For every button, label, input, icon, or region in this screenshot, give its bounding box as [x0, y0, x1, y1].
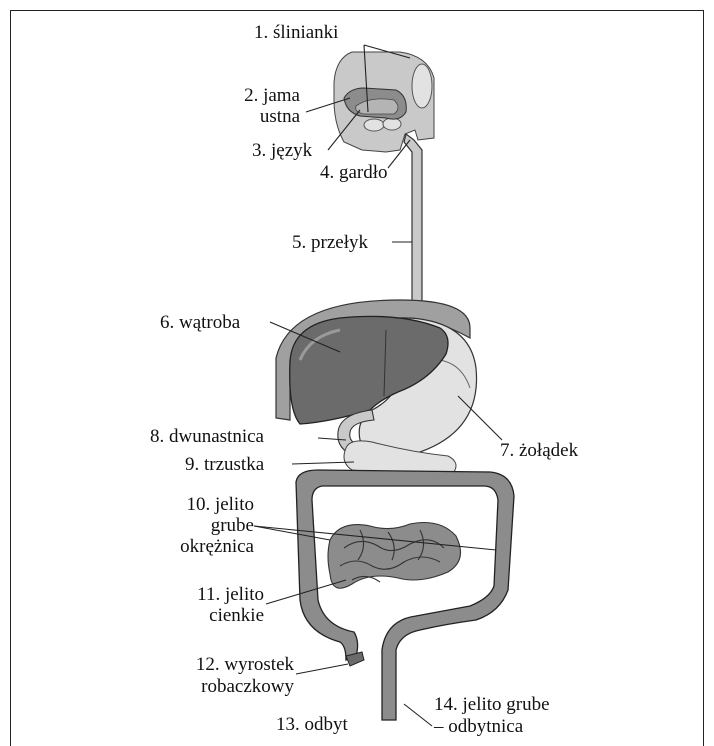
esophagus [404, 134, 422, 318]
label-duodenum: 8. dwunastnica [150, 426, 264, 447]
label-oral-cavity-line2: ustna [204, 106, 300, 127]
label-colon-line1: 10. jelito [130, 494, 254, 515]
leader-9 [292, 462, 354, 464]
salivary-gland-sublingual [364, 119, 384, 131]
salivary-gland-submandibular [383, 118, 401, 130]
label-colon-line2: grube [130, 515, 254, 536]
label-small-intestine-line1: 11. jelito [150, 584, 264, 605]
label-oral-cavity-line1: 2. jama [204, 85, 300, 106]
label-pancreas: 9. trzustka [185, 454, 264, 475]
label-stomach: 7. żołądek [500, 440, 578, 461]
label-liver: 6. wątroba [160, 312, 240, 333]
leader-14 [404, 704, 432, 726]
leader-10a [254, 526, 330, 540]
label-salivary-glands: 1. ślinianki [254, 22, 338, 43]
colon [296, 470, 514, 720]
label-rectum-line2: – odbytnica [434, 716, 523, 737]
label-appendix-line1: 12. wyrostek [150, 654, 294, 675]
label-rectum-line1: 14. jelito grube [434, 694, 550, 715]
label-tongue: 3. język [252, 140, 312, 161]
label-colon-line3: okrężnica [130, 536, 254, 557]
label-pharynx: 4. gardło [320, 162, 388, 183]
label-esophagus: 5. przełyk [292, 232, 368, 253]
salivary-gland-parotid [412, 64, 432, 108]
label-small-intestine-line2: cienkie [150, 605, 264, 626]
leader-12 [296, 664, 348, 674]
label-anus: 13. odbyt [276, 714, 348, 735]
small-intestine [328, 523, 461, 589]
label-appendix-line2: robaczkowy [150, 676, 294, 697]
